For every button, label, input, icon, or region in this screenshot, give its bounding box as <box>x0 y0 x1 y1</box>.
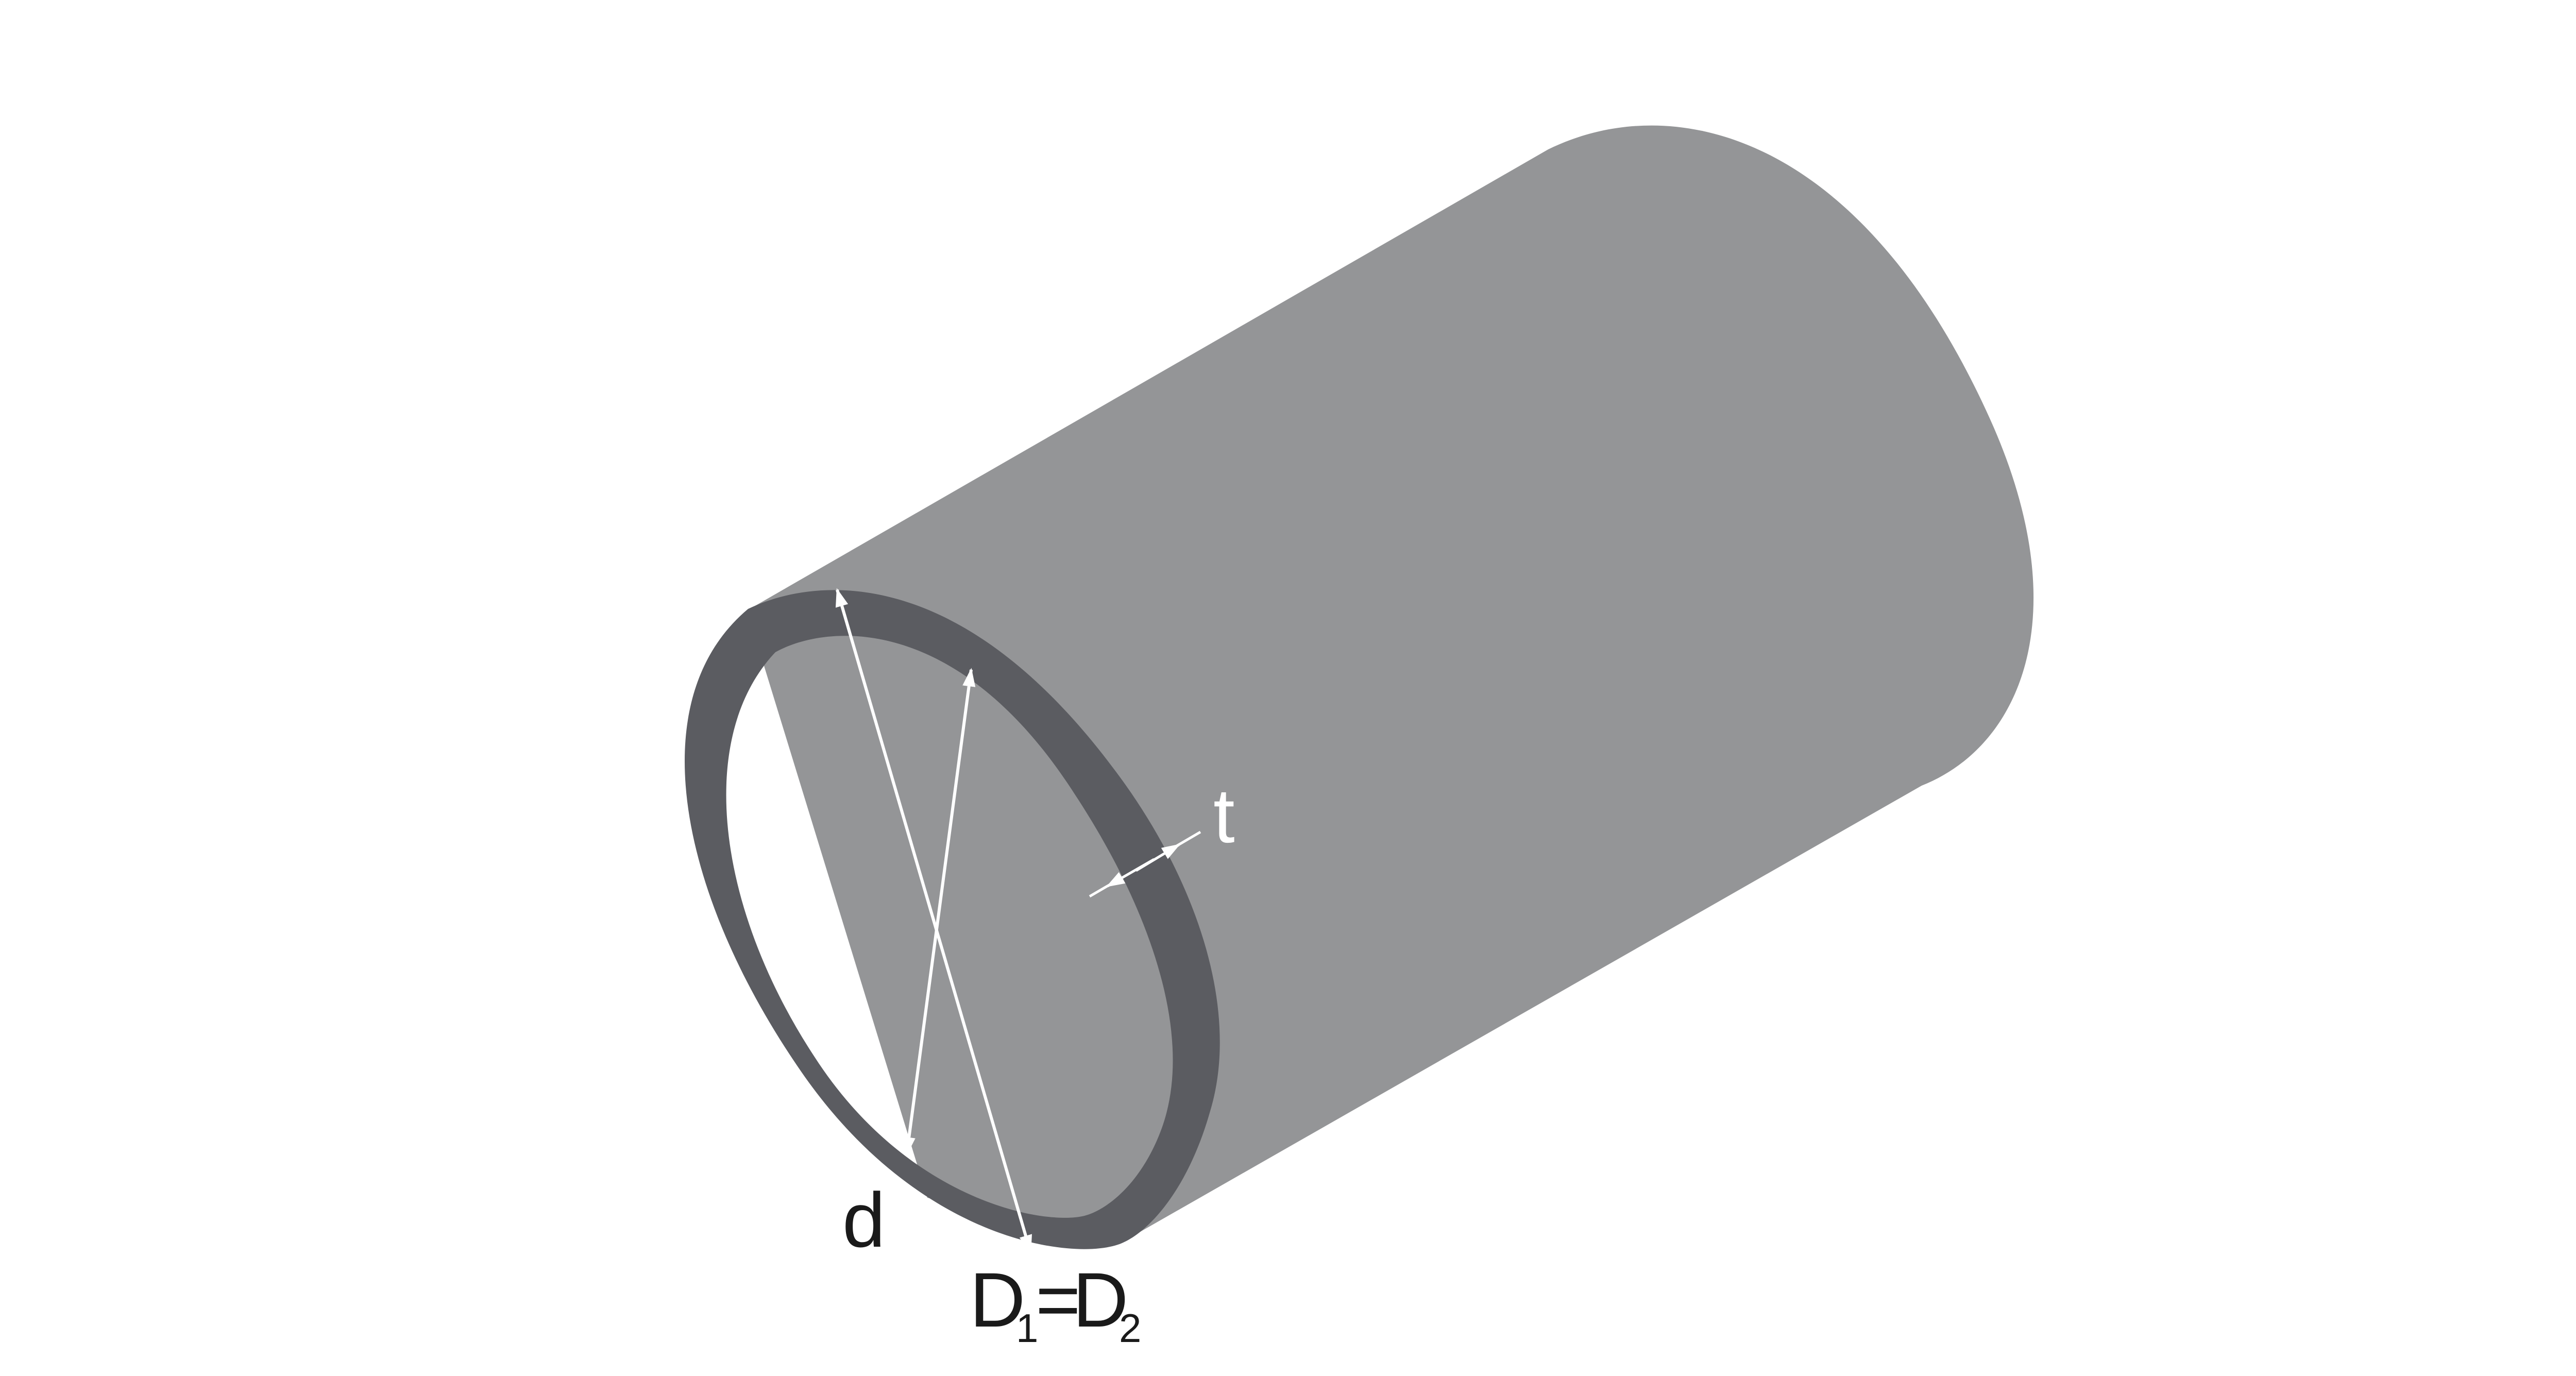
inner-diameter-label: d <box>842 1177 885 1263</box>
inner-diameter-dimension-line <box>902 668 976 1156</box>
equals-sign: = <box>1036 1256 1081 1343</box>
thickness-label: t <box>1213 772 1235 859</box>
tube-wall <box>684 590 1220 1249</box>
outer-diameter-subscript-2: 2 <box>1119 1305 1141 1351</box>
thickness-arrow-inner <box>1106 858 1155 888</box>
outer-diameter-symbol-1: D <box>970 1256 1025 1343</box>
outer-diameter-equation: D 1 = D 2 <box>970 1256 1141 1351</box>
outer-diameter-subscript-1: 1 <box>1016 1305 1038 1351</box>
cylinder-body <box>747 125 2034 1242</box>
outer-diameter-symbol-2: D <box>1073 1256 1128 1343</box>
